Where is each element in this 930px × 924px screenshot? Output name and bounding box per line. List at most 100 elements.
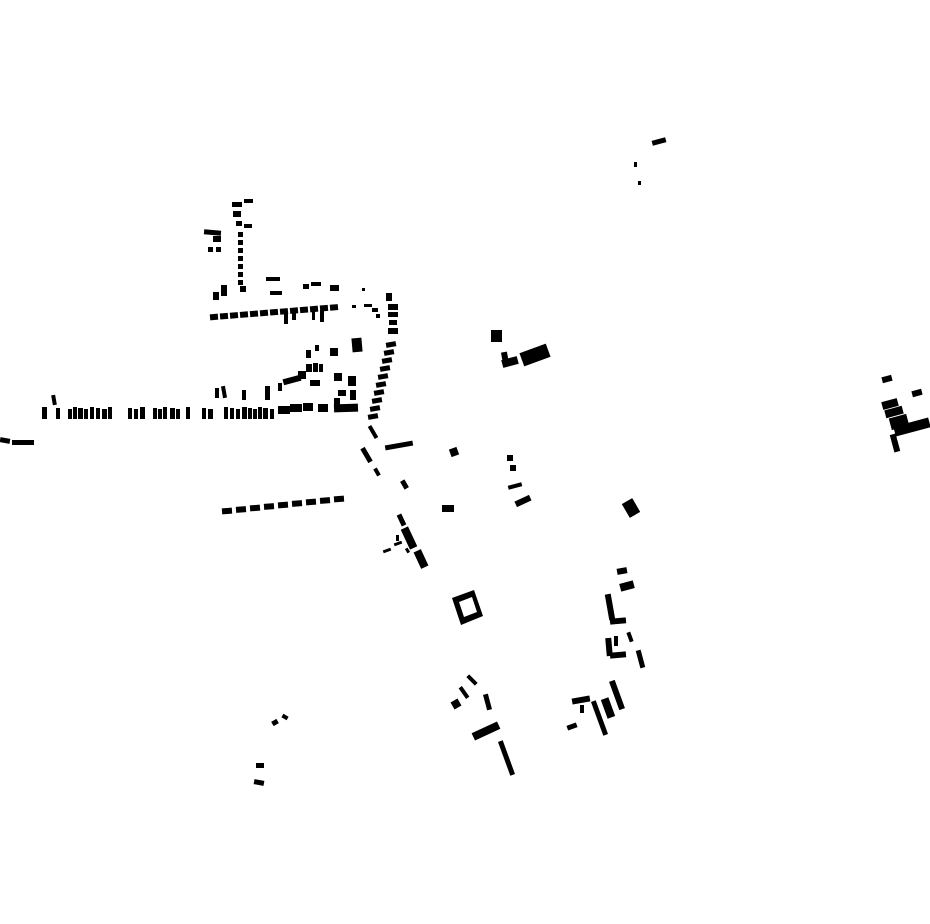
building	[638, 181, 641, 185]
building	[238, 272, 243, 277]
building	[334, 398, 340, 408]
building	[338, 390, 346, 396]
building	[303, 284, 309, 289]
building	[236, 221, 242, 226]
building	[376, 314, 380, 318]
building	[333, 403, 359, 413]
building	[233, 211, 241, 217]
building	[102, 409, 107, 419]
building	[208, 247, 213, 252]
building	[609, 651, 627, 659]
building	[501, 356, 519, 368]
building	[221, 507, 233, 515]
building	[278, 383, 282, 391]
building	[400, 479, 409, 490]
building	[108, 407, 112, 419]
building	[352, 305, 356, 308]
building	[216, 247, 221, 252]
building	[491, 330, 502, 342]
building	[315, 345, 319, 351]
building	[626, 631, 634, 643]
building	[242, 407, 247, 419]
building	[371, 397, 383, 404]
building	[281, 713, 289, 721]
building	[244, 199, 253, 203]
building	[290, 404, 302, 412]
building	[889, 433, 901, 453]
buildings-layer	[0, 137, 930, 786]
building	[514, 494, 532, 508]
building	[256, 763, 264, 768]
building	[215, 388, 219, 398]
building	[604, 593, 616, 621]
building	[319, 497, 331, 504]
building	[334, 373, 342, 381]
building	[651, 137, 667, 146]
building	[219, 312, 229, 320]
building	[134, 409, 138, 419]
building	[221, 285, 227, 296]
building	[884, 405, 904, 419]
building	[209, 313, 219, 321]
building	[388, 312, 398, 317]
building	[609, 617, 627, 625]
building	[51, 394, 57, 406]
building	[330, 285, 339, 291]
building	[203, 229, 222, 236]
building	[372, 308, 378, 312]
building	[413, 549, 429, 569]
building	[404, 547, 411, 554]
building	[881, 374, 893, 384]
building	[329, 304, 339, 311]
building	[348, 376, 356, 386]
building	[73, 407, 77, 419]
building	[269, 308, 279, 316]
building	[319, 304, 329, 312]
building	[0, 437, 11, 444]
building	[911, 388, 923, 398]
building	[158, 409, 162, 419]
building	[309, 305, 319, 313]
building	[277, 501, 289, 509]
building	[389, 320, 397, 325]
building	[229, 312, 239, 319]
building	[471, 721, 501, 741]
building	[383, 349, 395, 356]
building	[238, 256, 243, 261]
building	[519, 343, 551, 367]
building	[373, 389, 385, 396]
building	[299, 306, 309, 314]
building	[450, 698, 462, 710]
courtyard-building	[452, 590, 483, 625]
building	[263, 408, 268, 419]
building	[232, 202, 242, 207]
building	[580, 705, 584, 713]
building	[279, 308, 289, 315]
building	[367, 413, 379, 420]
building	[96, 408, 100, 419]
building	[78, 408, 83, 419]
building	[238, 232, 243, 237]
building	[292, 312, 296, 320]
building	[238, 240, 243, 245]
building	[238, 280, 243, 285]
building	[458, 686, 470, 699]
building	[140, 407, 145, 419]
building	[507, 455, 513, 461]
building	[396, 513, 407, 527]
building	[614, 636, 618, 646]
building	[566, 722, 578, 731]
building	[259, 309, 269, 317]
building	[442, 505, 454, 512]
building	[379, 365, 391, 372]
building	[381, 357, 393, 364]
building	[306, 364, 312, 372]
building	[12, 440, 34, 445]
building	[298, 371, 306, 379]
building	[265, 386, 270, 400]
building	[253, 779, 265, 786]
building	[619, 580, 635, 592]
building	[393, 540, 403, 547]
building	[881, 398, 899, 410]
